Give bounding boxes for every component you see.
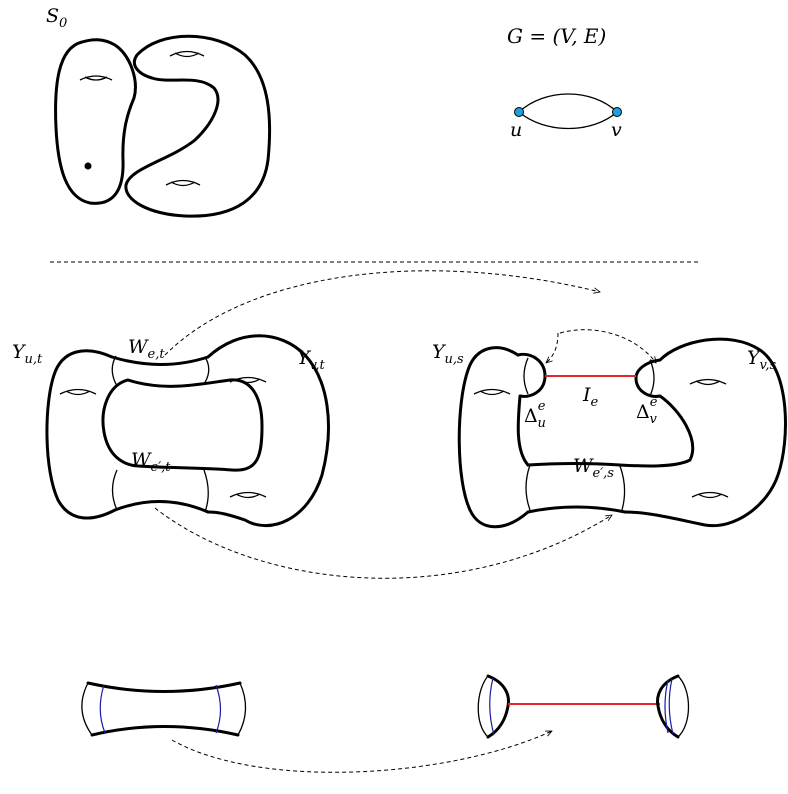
disks-with-interval <box>477 674 690 739</box>
y-vs-outer <box>623 337 787 528</box>
w-et-right-cut <box>203 356 210 385</box>
y-ut-hole <box>59 388 97 396</box>
band-w-left-end <box>81 682 93 736</box>
y-us-hole <box>473 388 511 396</box>
graph-node-u-label: u <box>510 119 522 141</box>
disk-right-core-curve-2 <box>668 678 674 735</box>
s0-right-lobe <box>124 34 272 218</box>
band-w-right-end <box>237 682 247 736</box>
map-arrow-ie-to-delta-u <box>546 332 559 363</box>
w-e2s-top <box>526 462 622 467</box>
graph-title: G = (V, E) <box>507 24 606 48</box>
disk-left-core-curve <box>489 677 495 736</box>
inner-hole-boundary <box>101 378 264 472</box>
graph-edge-e-prime <box>518 111 618 130</box>
disk-left-bulge <box>486 674 510 739</box>
graph-node-v-label: v <box>611 119 622 141</box>
graph-node-v <box>612 107 622 117</box>
w-et-top <box>110 355 210 366</box>
s0-left-lobe <box>54 38 137 205</box>
w-et-label: We,t <box>128 336 165 362</box>
w-e2s-left-cut <box>525 464 531 511</box>
graph-edge-e <box>518 93 618 113</box>
y-vs-hole-top <box>689 378 727 386</box>
y-vt-outer <box>206 334 330 528</box>
w-e2t-bottom <box>113 500 210 514</box>
w-et-left-cut <box>111 355 118 387</box>
y-vt-label: Yv,t <box>297 347 325 373</box>
graph-node-u <box>514 107 524 117</box>
band-w-core-curve-right <box>215 684 222 734</box>
disk-right-core-curve <box>664 679 669 734</box>
surface-s0: S0 <box>46 5 272 218</box>
w-e2s-bottom <box>526 505 627 514</box>
s0-hole-top-right <box>169 50 205 58</box>
y-vs-label: Yv,s <box>747 347 776 373</box>
band-w-core-curve-left <box>99 684 106 734</box>
y-us-outer <box>457 346 530 529</box>
decomposition-t: Yu,t We,t Yv,t We′,t <box>12 334 330 528</box>
band-w-top <box>86 681 242 693</box>
w-e2t-left-cut <box>111 469 118 511</box>
y-ut-label: Yu,t <box>12 341 43 367</box>
graph-g: G = (V, E) u v <box>507 24 622 141</box>
s0-marked-point <box>84 162 92 170</box>
band-w <box>81 681 247 737</box>
y-ut-outer <box>45 349 117 520</box>
interval-i-e-label: Ie <box>582 384 599 410</box>
map-arrow-band-to-disks <box>171 730 552 773</box>
band-w-bottom <box>90 725 240 737</box>
delta-u-cut <box>523 357 529 395</box>
map-arrow-w-e2t-to-w-e2s <box>154 507 612 579</box>
y-vs-handle <box>618 358 695 468</box>
w-e2s-label: We′,s <box>573 455 614 481</box>
s0-label: S0 <box>46 5 67 31</box>
disk-right-bulge <box>656 674 680 739</box>
y-vt-hole-top <box>229 376 267 384</box>
disk-right-back <box>677 675 690 738</box>
disk-left-back <box>477 675 489 738</box>
y-us-handle <box>516 352 547 467</box>
w-e2s-right-cut <box>619 465 626 511</box>
s0-hole-left <box>79 75 113 81</box>
map-arrow-ie-to-delta-v <box>559 329 656 363</box>
y-vt-hole-bottom <box>229 491 267 499</box>
s0-hole-bottom-right <box>165 179 201 187</box>
w-e2t-label: We′,t <box>131 449 171 475</box>
y-us-label: Yu,s <box>432 341 464 367</box>
delta-v-cut <box>649 359 655 397</box>
y-vs-hole-bottom <box>691 491 729 499</box>
w-e2t-right-cut <box>203 469 209 513</box>
map-arrow-w-et-to-ie <box>164 270 600 356</box>
